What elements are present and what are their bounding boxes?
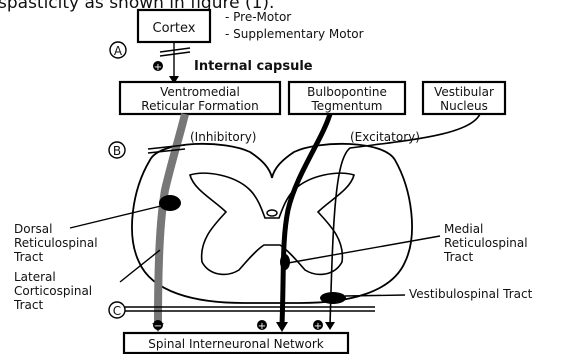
cortex-note-premotor: - Pre-Motor bbox=[225, 10, 291, 24]
lesion-mark-a-second bbox=[160, 52, 190, 56]
internal-capsule-label: Internal capsule bbox=[194, 59, 313, 74]
plus-sign-bottom-right: + bbox=[314, 321, 322, 332]
inhibitory-label: (Inhibitory) bbox=[190, 130, 256, 144]
marker-a-label: A bbox=[114, 44, 123, 58]
excitatory-arrowhead bbox=[276, 322, 288, 332]
lateral-label-line3: Tract bbox=[13, 298, 43, 312]
vestibular-arrowhead bbox=[325, 322, 335, 330]
medial-label-line2: Reticulospinal bbox=[444, 236, 528, 250]
medial-label-line1: Medial bbox=[444, 222, 483, 236]
cortex-note-supplementary: - Supplementary Motor bbox=[225, 27, 364, 41]
bpt-label-line2: Tegmentum bbox=[311, 99, 383, 113]
vestibular-label-line1: Vestibular bbox=[434, 85, 494, 99]
vestibular-label-line2: Nucleus bbox=[440, 99, 488, 113]
central-canal bbox=[267, 210, 277, 216]
vestibulospinal-dot bbox=[320, 292, 346, 304]
vestibulospinal-label: Vestibulospinal Tract bbox=[409, 287, 533, 301]
dorsal-label-line1: Dorsal bbox=[14, 222, 52, 236]
plus-sign-top: + bbox=[154, 62, 162, 73]
bpt-label-line1: Bulbopontine bbox=[307, 85, 387, 99]
marker-b-label: B bbox=[113, 144, 121, 158]
excitatory-label: (Excitatory) bbox=[350, 130, 420, 144]
minus-sign-bottom: − bbox=[154, 321, 162, 332]
lesion-mark-a bbox=[160, 48, 190, 52]
medial-reticulospinal-dot bbox=[280, 254, 290, 270]
lateral-label-line2: Corticospinal bbox=[14, 284, 92, 298]
plus-sign-bottom-mid: + bbox=[258, 321, 266, 332]
dorsal-reticulospinal-dot bbox=[159, 195, 181, 211]
dorsal-label-line2: Reticulospinal bbox=[14, 236, 98, 250]
vmrf-label-line2: Reticular Formation bbox=[141, 99, 258, 113]
vmrf-label-line1: Ventromedial bbox=[160, 85, 240, 99]
vestibulospinal-leader-line bbox=[345, 295, 405, 296]
lateral-label-line1: Lateral bbox=[14, 270, 56, 284]
dorsal-label-line3: Tract bbox=[13, 250, 43, 264]
marker-c-label: C bbox=[113, 304, 121, 318]
medial-label-line3: Tract bbox=[443, 250, 473, 264]
spinal-network-label: Spinal Interneuronal Network bbox=[148, 337, 323, 351]
cortex-label: Cortex bbox=[153, 21, 196, 36]
